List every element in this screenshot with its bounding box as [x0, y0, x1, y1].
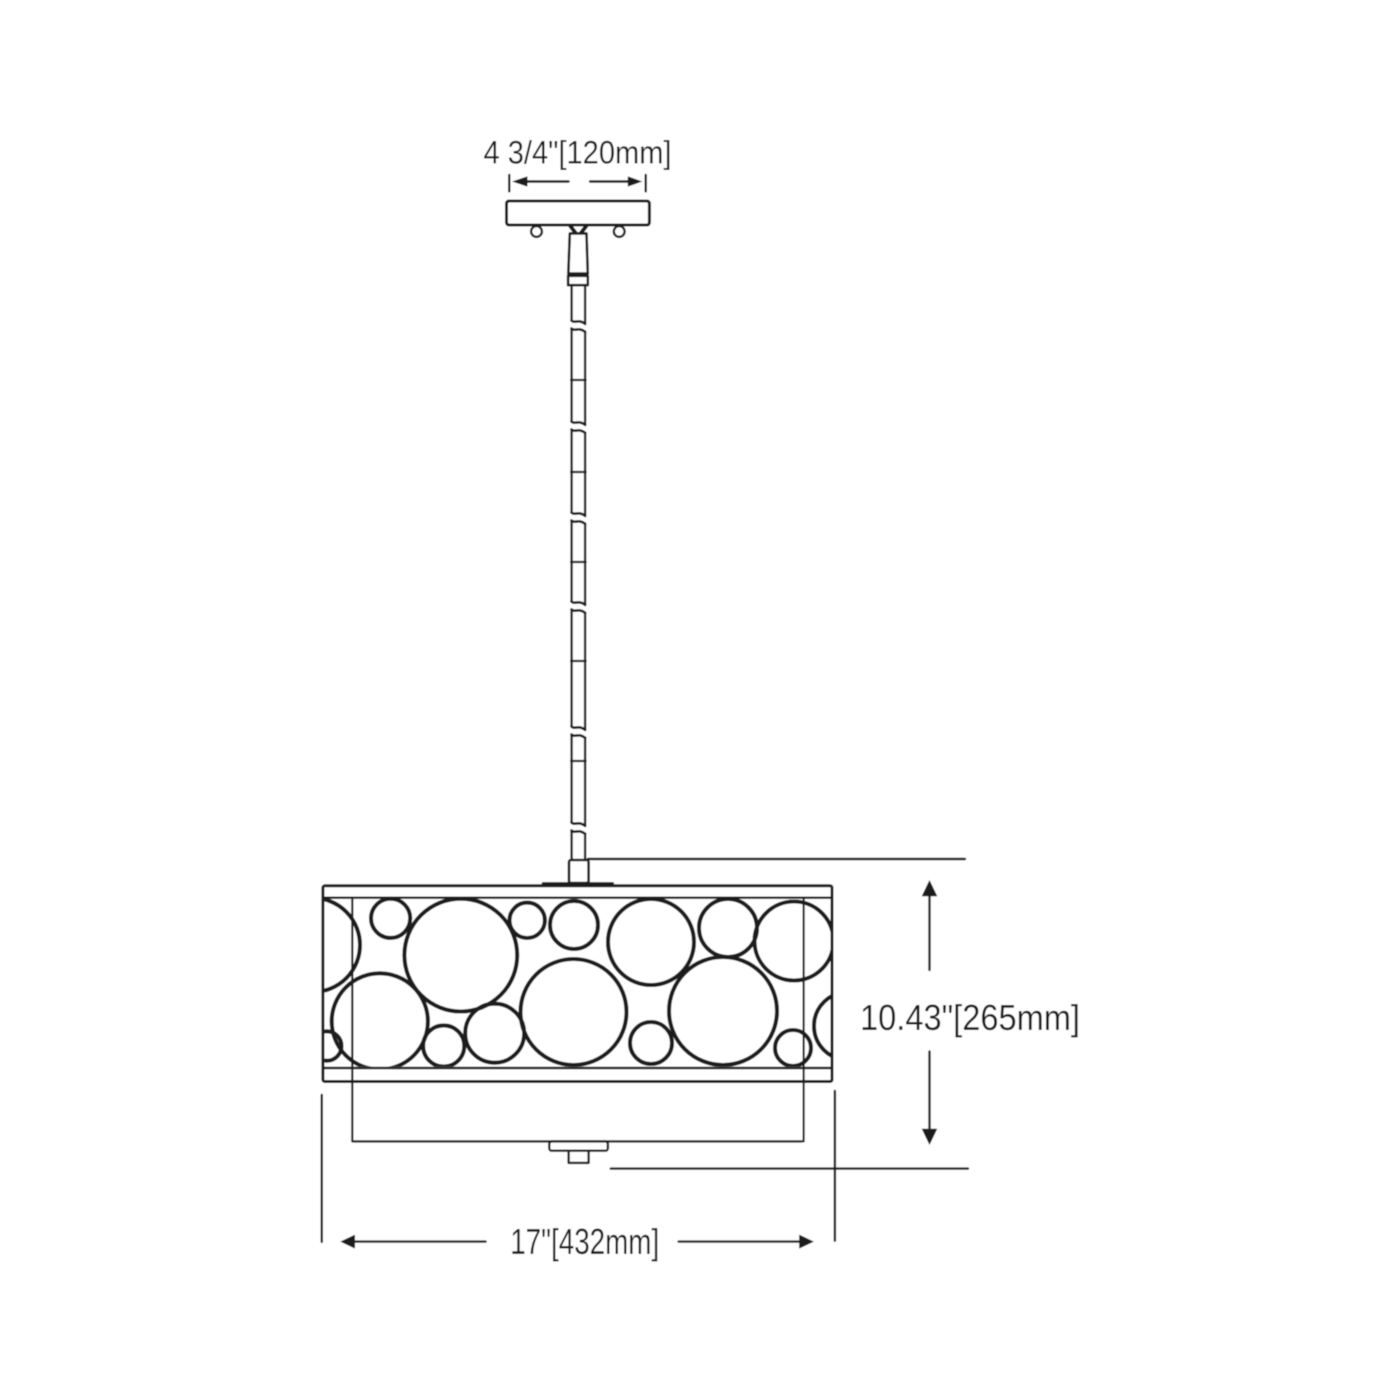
svg-text:10.43"[265mm]: 10.43"[265mm]	[860, 997, 1080, 1038]
svg-text:17"[432mm]: 17"[432mm]	[510, 1221, 659, 1262]
svg-text:4 3/4"[120mm]: 4 3/4"[120mm]	[484, 135, 672, 171]
